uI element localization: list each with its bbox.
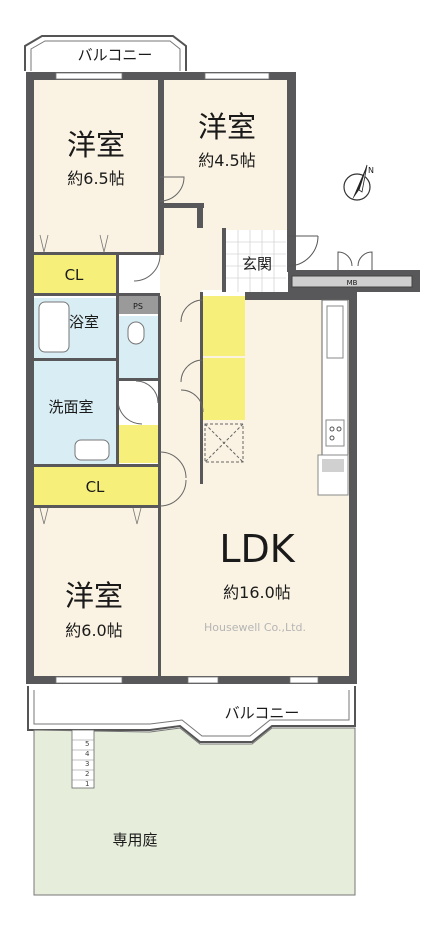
- compass-icon: [343, 164, 371, 201]
- bathroom-fixtures: [38, 301, 145, 461]
- entrance-floor: [226, 230, 286, 292]
- western-room-tl-name: 洋室: [67, 128, 125, 162]
- room-floor-western-tl: [34, 80, 162, 252]
- door-swings: [117, 176, 204, 507]
- stair-step-3: 3: [85, 760, 89, 768]
- stairs: [71, 729, 95, 789]
- stair-step-1: 1: [85, 780, 89, 788]
- watermark: Housewell Co.,Ltd.: [204, 621, 306, 634]
- closet-hall-1: [203, 296, 245, 356]
- stair-step-5: 5: [85, 740, 89, 748]
- windows: [55, 72, 319, 684]
- meter-box: [288, 270, 420, 292]
- closet-upper-label: CL: [65, 266, 84, 284]
- washroom-label: 洗面室: [48, 398, 93, 416]
- balcony-top: [24, 35, 187, 71]
- entrance-tiles: [226, 230, 286, 292]
- closet-upper: [34, 255, 116, 293]
- entrance-label: 玄関: [242, 255, 272, 273]
- closet-lower-label: CL: [86, 478, 105, 496]
- western-room-tr-name: 洋室: [198, 110, 256, 144]
- western-room-tl-size: 約6.5帖: [67, 169, 124, 188]
- closet-lower: [34, 467, 158, 505]
- balcony-bottom-label: バルコニー: [225, 704, 300, 722]
- pipe-space-label: PS: [133, 302, 143, 311]
- compass-label: N: [368, 166, 374, 175]
- ldk-name: LDK: [219, 527, 295, 571]
- garden-label: 専用庭: [112, 831, 157, 849]
- entrance-door: [287, 235, 319, 267]
- hall-floor: [200, 203, 287, 290]
- stair-step-2: 2: [85, 770, 89, 778]
- kitchen-counter: [317, 299, 349, 496]
- closet-small: [119, 425, 159, 463]
- balcony-top-label: バルコニー: [78, 46, 153, 64]
- porch-gate: [337, 251, 373, 270]
- western-room-tr-size: 約4.5帖: [198, 151, 255, 170]
- closet-doors: [39, 234, 142, 525]
- meter-box-label: MB: [347, 279, 358, 287]
- storage-box: [204, 423, 244, 463]
- room-floor-western-tr: [164, 80, 287, 203]
- western-room-bottom-size: 約6.0帖: [65, 621, 122, 640]
- room-floor-western-bottom: [34, 505, 158, 678]
- western-room-bottom-name: 洋室: [65, 579, 123, 613]
- ldk-size: 約16.0帖: [223, 583, 291, 602]
- pipe-space: [118, 296, 158, 314]
- balcony-bottom: [27, 686, 356, 743]
- closet-hall-2: [203, 358, 245, 420]
- garden-area: [33, 727, 356, 896]
- bathroom-label: 浴室: [69, 313, 99, 331]
- stair-step-4: 4: [85, 750, 90, 758]
